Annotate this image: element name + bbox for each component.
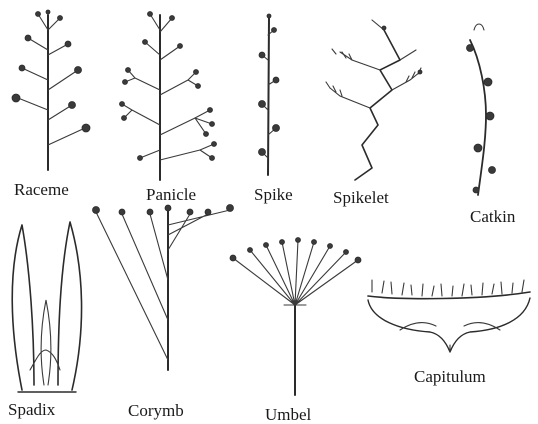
spike-label: Spike <box>254 185 293 204</box>
spadix-label: Spadix <box>8 400 56 419</box>
corymb-drawing <box>93 205 234 371</box>
capitulum-drawing <box>368 280 530 352</box>
spadix-drawing <box>12 222 81 392</box>
umbel-label: Umbel <box>265 405 312 424</box>
panicle-label: Panicle <box>146 185 196 204</box>
raceme-label: Raceme <box>14 180 69 199</box>
capitulum-label: Capitulum <box>414 367 486 386</box>
spikelet-drawing <box>326 20 422 180</box>
spike-drawing <box>259 14 280 175</box>
spikelet-label: Spikelet <box>333 188 389 207</box>
raceme-drawing <box>12 10 90 170</box>
umbel-drawing <box>230 238 361 396</box>
catkin-drawing <box>467 24 496 195</box>
panicle-drawing <box>120 12 217 181</box>
catkin-label: Catkin <box>470 207 516 226</box>
corymb-label: Corymb <box>128 401 184 420</box>
